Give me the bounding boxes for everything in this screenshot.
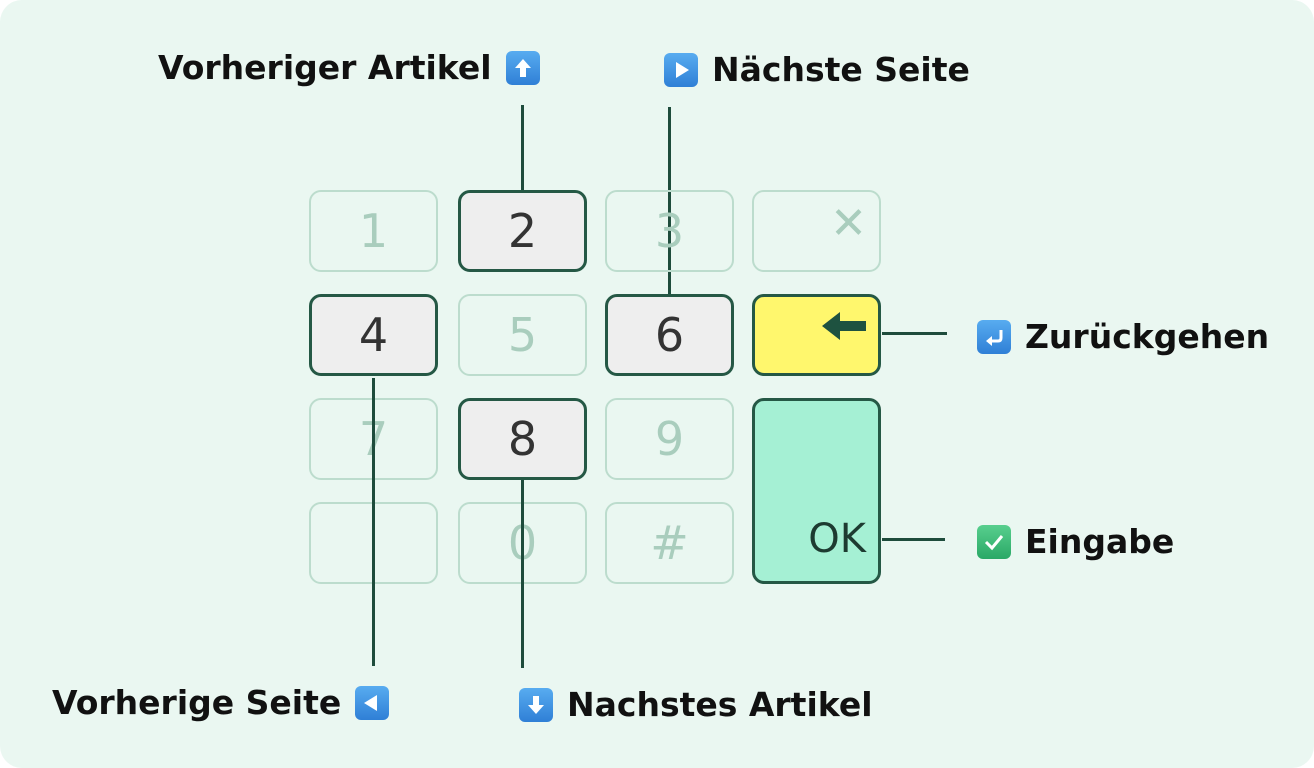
key-9-label: 9 [654, 412, 685, 466]
play-left-icon [355, 685, 390, 720]
ok-key[interactable]: OK [752, 398, 881, 584]
label-next-page: Nächste Seite [664, 50, 970, 89]
key-2[interactable]: 2 [458, 190, 587, 272]
label-prev-item: Vorheriger Artikel [158, 48, 540, 87]
label-enter: Eingabe [977, 522, 1174, 561]
label-back: Zurückgehen [977, 317, 1269, 356]
left-arrow-icon [820, 303, 868, 357]
key-1-label: 1 [358, 204, 389, 258]
hash-key[interactable]: # [605, 502, 734, 584]
connector-prev-page [372, 378, 375, 666]
label-next-item: Nachstes Artikel [519, 685, 873, 724]
down-arrow-icon [519, 687, 553, 722]
clear-key[interactable]: ✕ [752, 190, 881, 272]
key-2-label: 2 [507, 204, 538, 258]
label-enter-text: Eingabe [1025, 522, 1175, 561]
up-arrow-icon [505, 50, 540, 85]
connector-next-page [668, 107, 671, 294]
label-back-text: Zurückgehen [1025, 317, 1270, 356]
label-next-page-text: Nächste Seite [712, 50, 970, 89]
key-8[interactable]: 8 [458, 398, 587, 480]
back-key[interactable] [752, 294, 881, 376]
hash-key-label: # [650, 516, 689, 570]
connector-back [882, 332, 947, 335]
key-4[interactable]: 4 [309, 294, 438, 376]
label-prev-page-text: Vorherige Seite [52, 683, 342, 722]
x-icon: ✕ [830, 198, 867, 249]
key-6-label: 6 [654, 308, 685, 362]
connector-prev-item [521, 105, 524, 191]
connector-next-item [521, 480, 524, 668]
connector-enter [882, 538, 945, 541]
ok-label: OK [808, 516, 866, 562]
key-9[interactable]: 9 [605, 398, 734, 480]
key-5-label: 5 [507, 308, 538, 362]
key-6[interactable]: 6 [605, 294, 734, 376]
key-1[interactable]: 1 [309, 190, 438, 272]
return-arrow-icon [977, 319, 1011, 354]
check-mark-icon [977, 524, 1011, 559]
play-right-icon [664, 52, 698, 87]
key-8-label: 8 [507, 412, 538, 466]
label-prev-page: Vorherige Seite [52, 683, 390, 722]
label-next-item-text: Nachstes Artikel [567, 685, 873, 724]
key-3[interactable]: 3 [605, 190, 734, 272]
label-prev-item-text: Vorheriger Artikel [158, 48, 492, 87]
key-5[interactable]: 5 [458, 294, 587, 376]
key-4-label: 4 [358, 308, 389, 362]
key-3-label: 3 [654, 204, 685, 258]
